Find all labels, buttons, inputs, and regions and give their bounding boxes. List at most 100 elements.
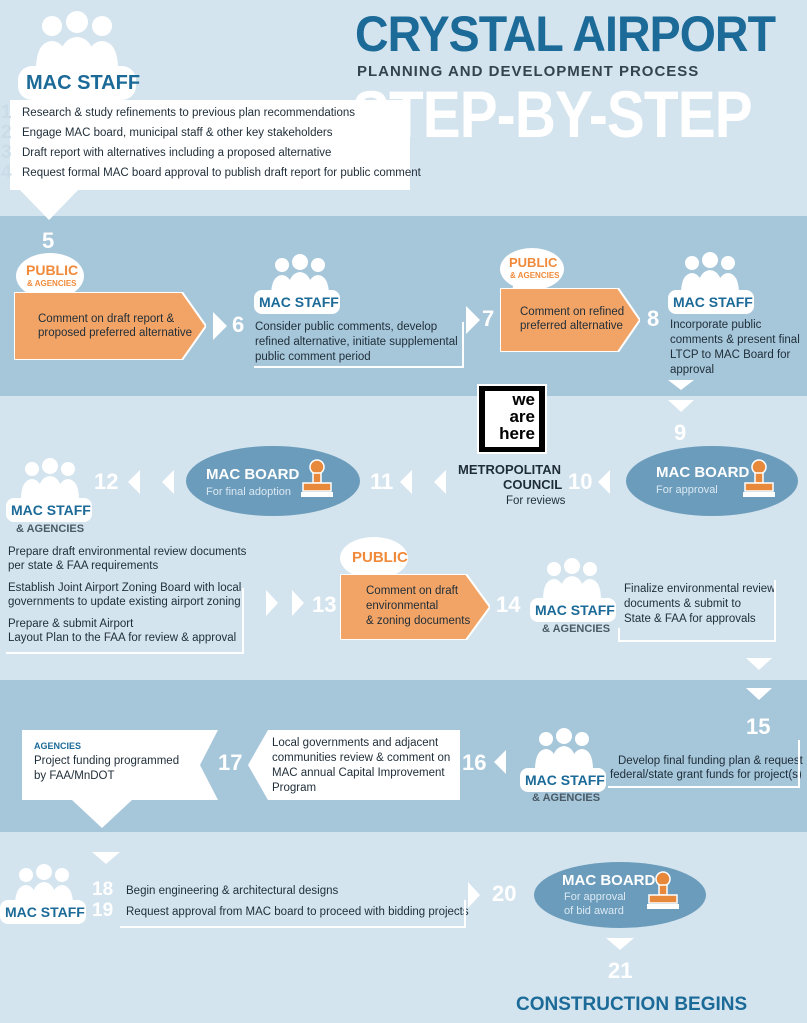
step16-text: Local governments and adjacent <box>272 737 439 749</box>
oval-subtext: For approval <box>656 484 718 496</box>
step-number-11: 11 <box>370 469 394 494</box>
mac-staff-label: MAC STAFF <box>668 290 754 314</box>
section1-steps-box <box>10 100 410 190</box>
step-number-5: 5 <box>42 228 55 253</box>
divider-line <box>462 322 464 368</box>
step13-text: environmental <box>366 600 439 612</box>
step13-text: & zoning documents <box>366 615 471 627</box>
step6-text: Consider public comments, develop <box>255 321 438 333</box>
step-number-19: 19 <box>92 900 114 921</box>
step8-text: approval <box>670 364 715 376</box>
agencies-label: & AGENCIES <box>27 279 77 288</box>
step-number-9: 9 <box>674 420 687 445</box>
step8-text: comments & present final <box>670 334 800 346</box>
step-text: Request formal MAC board approval to pub… <box>22 167 421 179</box>
public-agencies-bubble: PUBLIC & AGENCIES <box>500 247 566 297</box>
step14-text: documents & submit to <box>624 598 741 610</box>
people-icon <box>526 726 602 772</box>
mac-board-label: MAC BOARD <box>656 464 750 481</box>
council-subtext: For reviews <box>506 495 566 507</box>
logo-text: are <box>509 407 535 426</box>
down-arrow-icon <box>92 852 120 866</box>
divider-line <box>774 580 776 642</box>
down-arrow-icon <box>606 938 634 952</box>
logo-text: we <box>512 390 535 409</box>
mac-board-label: MAC BOARD <box>206 466 300 483</box>
section3-item-text: governments to update existing airport z… <box>8 596 241 608</box>
step17-text: Project funding programmed <box>34 755 180 767</box>
mac-staff-label: MAC STAFF <box>520 768 606 792</box>
step16-text: communities review & comment on <box>272 752 451 764</box>
step-number: 4 <box>1 162 12 183</box>
step18-text: Begin engineering & architectural design… <box>126 885 339 897</box>
mac-staff-label: MAC STAFF <box>0 900 86 924</box>
mac-staff-text: MAC STAFF <box>26 72 141 94</box>
public-label: PUBLIC <box>26 262 79 278</box>
stamp-icon <box>646 870 680 912</box>
chevron-left-icon <box>598 470 622 494</box>
step-number-8: 8 <box>647 306 660 331</box>
step7-text: preferred alternative <box>520 320 623 332</box>
chevron-right-icon <box>266 590 310 616</box>
we-are-here-logo: we are here <box>477 384 547 454</box>
page-title: CRYSTAL AIRPORT <box>355 6 776 62</box>
chevron-left-icon <box>400 470 446 494</box>
divider-line <box>464 900 466 928</box>
step5-text: proposed preferred alternative <box>38 327 193 339</box>
people-icon <box>672 250 748 296</box>
step-number: 2 <box>1 122 12 143</box>
mac-staff-label: MAC STAFF <box>18 66 140 100</box>
construction-begins-label: CONSTRUCTION BEGINS <box>516 994 748 1015</box>
step5-arrow-box: Comment on draft report & proposed prefe… <box>14 292 206 360</box>
mac-board-label: MAC BOARD <box>562 872 656 889</box>
section3-item-text: Prepare & submit Airport <box>8 618 134 630</box>
step-number-10: 10 <box>568 469 593 494</box>
agencies-label: & AGENCIES <box>532 792 601 804</box>
step6-text: refined alternative, initiate supplement… <box>255 336 458 348</box>
step13-arrow-box: Comment on draft environmental & zoning … <box>340 574 490 640</box>
agencies-label: & AGENCIES <box>510 271 560 280</box>
step-number-17: 17 <box>218 750 243 775</box>
step-text: Research & study refinements to previous… <box>22 107 356 119</box>
public-label: PUBLIC <box>509 255 558 270</box>
mac-board-oval-approval: MAC BOARD For approval <box>626 446 798 516</box>
step15-text: Develop final funding plan & request <box>618 755 803 767</box>
down-arrow-icon <box>668 380 694 414</box>
divider-line <box>6 652 244 654</box>
mac-staff-text: MAC STAFF <box>11 502 91 518</box>
step16-text: MAC annual Capital Improvement <box>272 767 445 779</box>
section3-item-text: Establish Joint Airport Zoning Board wit… <box>8 582 242 594</box>
step-number-7: 7 <box>482 306 495 331</box>
step8-text: LTCP to MAC Board for <box>670 349 791 361</box>
step-number-21: 21 <box>608 958 633 983</box>
people-icon <box>534 556 610 602</box>
step13-text: Comment on draft <box>366 585 459 597</box>
step14-text: State & FAA for approvals <box>624 613 756 625</box>
people-icon <box>22 8 132 74</box>
step-number-20: 20 <box>492 881 517 906</box>
down-arrow-icon <box>744 632 774 702</box>
step-number-6: 6 <box>232 312 245 337</box>
step19-text: Request approval from MAC board to proce… <box>126 906 469 918</box>
chevron-left-icon <box>128 470 174 494</box>
section3-item-text: Prepare draft environmental review docum… <box>8 546 247 558</box>
step7-arrow-box: Comment on refined preferred alternative <box>500 288 640 352</box>
chevron-right-icon <box>466 306 480 334</box>
down-arrow-icon <box>18 188 80 222</box>
step-text: Draft report with alternatives including… <box>22 147 332 159</box>
divider-line <box>242 588 244 654</box>
mac-staff-text: MAC STAFF <box>259 294 339 310</box>
metropolitan-council-label: METROPOLITAN <box>458 462 562 477</box>
divider-line <box>618 628 620 642</box>
step16-box: Local governments and adjacent communiti… <box>248 730 460 800</box>
mac-staff-text: MAC STAFF <box>535 602 615 618</box>
divider-line <box>618 640 776 642</box>
chevron-left-icon <box>494 750 516 774</box>
public-label: PUBLIC <box>352 549 408 566</box>
stamp-icon <box>300 458 334 500</box>
mac-staff-label: MAC STAFF <box>6 498 92 522</box>
step7-text: Comment on refined <box>520 306 625 318</box>
mac-staff-label: MAC STAFF <box>254 290 340 314</box>
step5-text: Comment on draft report & <box>38 313 175 325</box>
step17-text: by FAA/MnDOT <box>34 770 115 782</box>
